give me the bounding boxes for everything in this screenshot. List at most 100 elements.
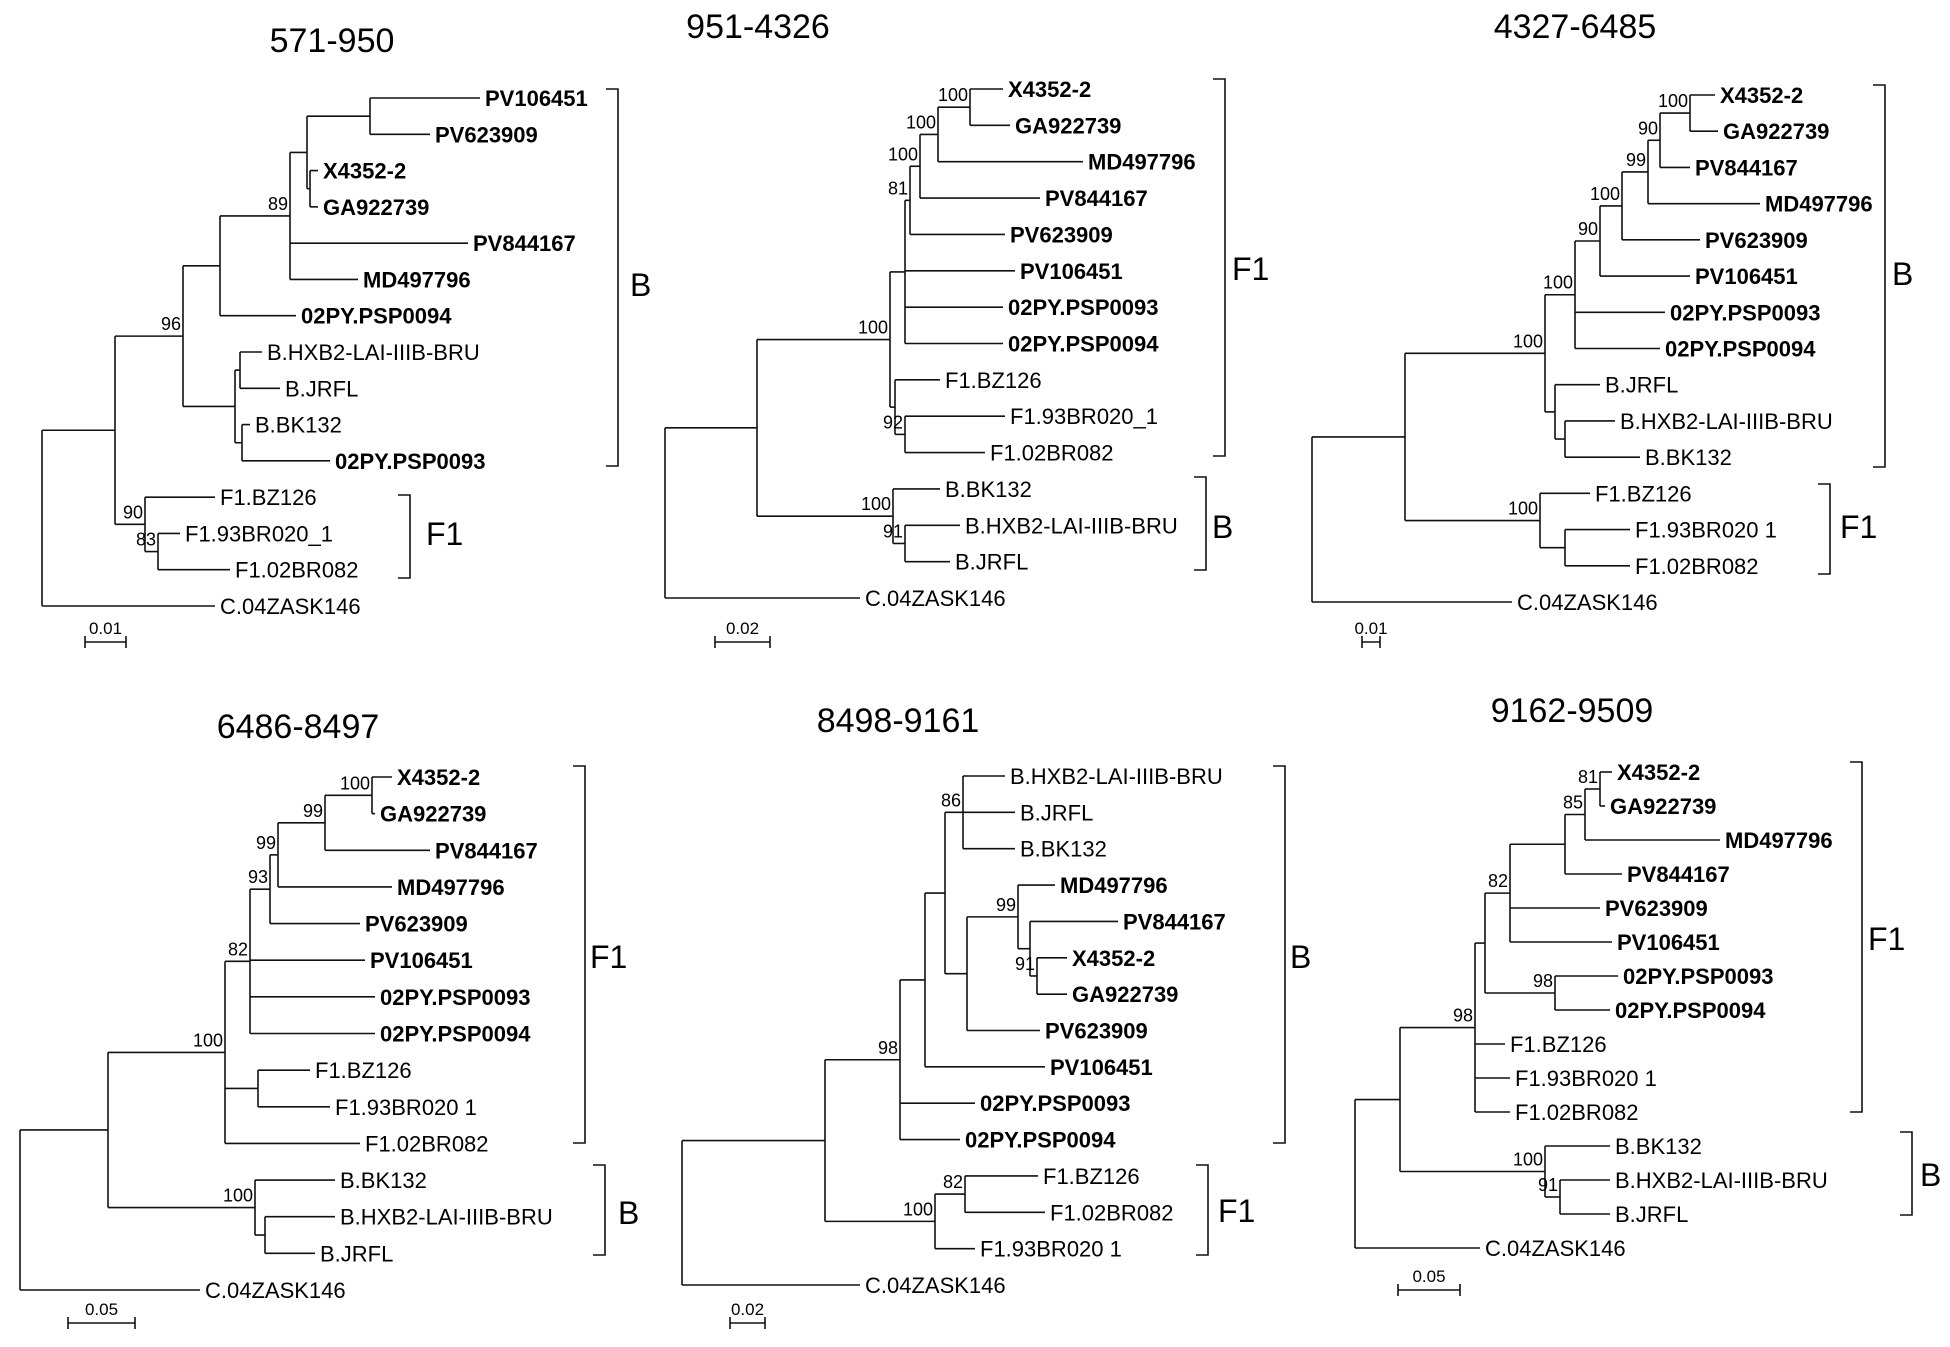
leaf-label: X4352-2 bbox=[1720, 83, 1803, 108]
clade-label: F1 bbox=[1232, 251, 1269, 287]
tree-panel: 951-4326X4352-2GA922739100MD497796100PV8… bbox=[664, 8, 1269, 648]
leaf-label: F1.93BR020 1 bbox=[335, 1095, 477, 1120]
leaf-label: F1.02BR082 bbox=[1635, 554, 1759, 579]
clade-bracket bbox=[1196, 1164, 1209, 1256]
leaf-label: 02PY.PSP0093 bbox=[1670, 300, 1820, 325]
leaf-label: PV623909 bbox=[1045, 1019, 1148, 1044]
leaf-label: F1.BZ126 bbox=[220, 485, 317, 510]
leaf-label: 02PY.PSP0094 bbox=[965, 1128, 1116, 1153]
scale-bar-label: 0.02 bbox=[726, 619, 759, 638]
clade-label: F1 bbox=[590, 939, 627, 975]
bootstrap-value: 100 bbox=[858, 318, 888, 338]
clade-label: F1 bbox=[426, 516, 463, 552]
panel-title: 8498-9161 bbox=[817, 702, 980, 740]
bootstrap-value: 90 bbox=[123, 502, 143, 522]
bootstrap-value: 100 bbox=[193, 1030, 223, 1050]
leaf-label: B.JRFL bbox=[1615, 1202, 1688, 1227]
bootstrap-value: 90 bbox=[1578, 219, 1598, 239]
bootstrap-value: 96 bbox=[161, 314, 181, 334]
bootstrap-value: 82 bbox=[228, 939, 248, 959]
clade-label: B bbox=[1920, 1157, 1941, 1193]
leaf-label: 02PY.PSP0093 bbox=[980, 1091, 1130, 1116]
panel-title: 9162-9509 bbox=[1491, 692, 1654, 730]
clade-label: B bbox=[1892, 256, 1913, 292]
clade-bracket bbox=[1850, 761, 1863, 1113]
leaf-label: GA922739 bbox=[1610, 794, 1716, 819]
leaf-label: B.BK132 bbox=[340, 1168, 427, 1193]
leaf-label: GA922739 bbox=[1723, 119, 1829, 144]
bootstrap-value: 92 bbox=[883, 412, 903, 432]
leaf-label: PV623909 bbox=[1705, 228, 1808, 253]
clade-bracket bbox=[1818, 483, 1831, 575]
leaf-label: 02PY.PSP0093 bbox=[1008, 295, 1158, 320]
leaf-label: MD497796 bbox=[363, 267, 471, 292]
leaf-label: F1.93BR020 1 bbox=[1515, 1066, 1657, 1091]
bootstrap-value: 99 bbox=[996, 895, 1016, 915]
bootstrap-value: 99 bbox=[1626, 150, 1646, 170]
leaf-label: F1.02BR082 bbox=[1050, 1200, 1174, 1225]
leaf-label: PV844167 bbox=[1045, 186, 1148, 211]
leaf-label: B.HXB2-LAI-IIIB-BRU bbox=[267, 340, 480, 365]
bootstrap-value: 98 bbox=[878, 1038, 898, 1058]
leaf-label: PV623909 bbox=[1605, 896, 1708, 921]
leaf-label: GA922739 bbox=[1072, 982, 1178, 1007]
scale-bar-label: 0.05 bbox=[85, 1300, 118, 1319]
bootstrap-value: 99 bbox=[256, 833, 276, 853]
clade-label: B bbox=[630, 267, 651, 303]
bootstrap-value: 100 bbox=[938, 85, 968, 105]
bootstrap-value: 90 bbox=[1638, 118, 1658, 138]
leaf-label: B.HXB2-LAI-IIIB-BRU bbox=[1620, 409, 1833, 434]
leaf-label: B.BK132 bbox=[1020, 837, 1107, 862]
leaf-label: B.JRFL bbox=[1020, 800, 1093, 825]
leaf-label: F1.93BR020 1 bbox=[980, 1237, 1122, 1262]
bootstrap-value: 85 bbox=[1563, 793, 1583, 813]
leaf-label: MD497796 bbox=[397, 875, 505, 900]
leaf-label: PV106451 bbox=[1617, 930, 1720, 955]
bootstrap-value: 91 bbox=[1538, 1175, 1558, 1195]
leaf-label: 02PY.PSP0093 bbox=[380, 985, 530, 1010]
clade-label: B bbox=[1290, 939, 1311, 975]
tree-panel: 9162-9509X4352-2GA92273981MD49779685PV84… bbox=[1354, 692, 1941, 1296]
leaf-label: X4352-2 bbox=[1008, 77, 1091, 102]
leaf-label: F1.BZ126 bbox=[315, 1058, 412, 1083]
leaf-label: PV844167 bbox=[435, 838, 538, 863]
bootstrap-value: 100 bbox=[1543, 273, 1573, 293]
leaf-label: GA922739 bbox=[380, 802, 486, 827]
scale-bar-label: 0.02 bbox=[731, 1300, 764, 1319]
clade-bracket bbox=[1273, 765, 1286, 1144]
leaf-label: X4352-2 bbox=[323, 159, 406, 184]
leaf-label: 02PY.PSP0094 bbox=[301, 304, 452, 329]
leaf-label: F1.93BR020_1 bbox=[1010, 404, 1158, 429]
bootstrap-value: 100 bbox=[1513, 331, 1543, 351]
bootstrap-value: 100 bbox=[340, 773, 370, 793]
leaf-label: PV106451 bbox=[370, 948, 473, 973]
leaf-label: F1.93BR020_1 bbox=[185, 521, 333, 546]
leaf-label: B.BK132 bbox=[945, 477, 1032, 502]
panel-title: 4327-6485 bbox=[1494, 8, 1657, 46]
bootstrap-value: 91 bbox=[1015, 954, 1035, 974]
leaf-label: C.04ZASK146 bbox=[865, 586, 1006, 611]
leaf-label: F1.93BR020 1 bbox=[1635, 518, 1777, 543]
clade-bracket bbox=[1873, 84, 1886, 468]
bootstrap-value: 93 bbox=[248, 867, 268, 887]
leaf-label: B.JRFL bbox=[320, 1241, 393, 1266]
tree-panel: 4327-6485X4352-2GA922739100PV84416790MD4… bbox=[1311, 8, 1913, 648]
leaf-label: PV623909 bbox=[435, 122, 538, 147]
clade-label: B bbox=[1212, 509, 1233, 545]
scale-bar-label: 0.01 bbox=[1354, 619, 1387, 638]
bootstrap-value: 100 bbox=[223, 1186, 253, 1206]
leaf-label: B.BK132 bbox=[255, 413, 342, 438]
clade-bracket bbox=[606, 88, 619, 467]
clade-bracket bbox=[1194, 476, 1207, 571]
leaf-label: 02PY.PSP0094 bbox=[380, 1022, 531, 1047]
scale-bar-label: 0.01 bbox=[89, 619, 122, 638]
bootstrap-value: 81 bbox=[888, 178, 908, 198]
leaf-label: B.HXB2-LAI-IIIB-BRU bbox=[965, 513, 1178, 538]
clade-bracket bbox=[1900, 1131, 1913, 1216]
leaf-label: MD497796 bbox=[1765, 192, 1873, 217]
tree-panel: 571-950PV106451PV623909X4352-2GA922739PV… bbox=[41, 22, 651, 648]
bootstrap-value: 82 bbox=[943, 1172, 963, 1192]
leaf-label: B.JRFL bbox=[1605, 373, 1678, 398]
clade-label: F1 bbox=[1868, 921, 1905, 957]
